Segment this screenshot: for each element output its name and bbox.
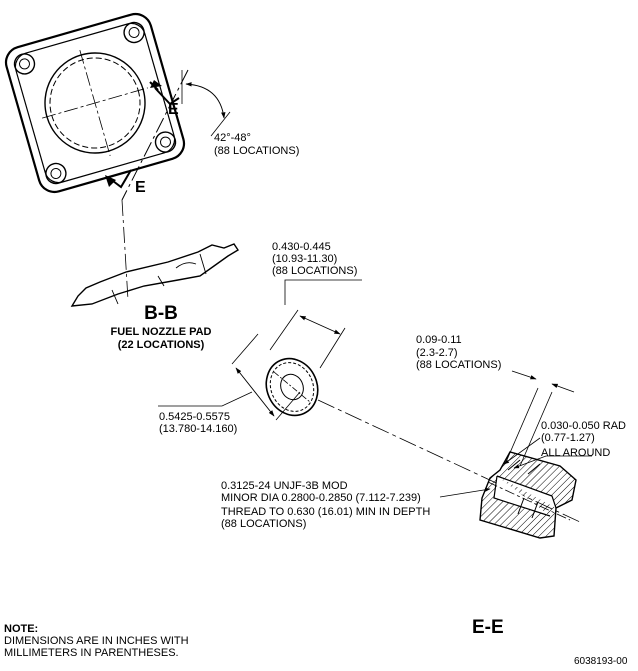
radius-leader — [503, 437, 592, 469]
radius-inches: 0.030-0.050 RAD — [541, 420, 626, 432]
section-marker-e-top: E — [168, 101, 179, 118]
section-bb-title: B-B — [144, 303, 178, 324]
thread-minor-dia: MINOR DIA 0.2800-0.2850 (7.112-7.239) — [221, 492, 421, 504]
diameter-dimension — [158, 333, 301, 421]
radius-mm: (0.77-1.27) — [541, 432, 595, 444]
angle-value: 42°-48° — [214, 132, 251, 144]
thread-count: (88 LOCATIONS) — [221, 518, 307, 530]
section-marker-e-bottom: E — [135, 179, 146, 196]
section-ee-detail — [479, 451, 577, 539]
bolt-hole — [13, 53, 36, 75]
note-line-1: DIMENSIONS ARE IN INCHES WITH — [4, 635, 189, 647]
thread-leader — [439, 487, 491, 498]
note-heading: NOTE: — [4, 623, 39, 635]
drawing-number: 6038193-00 — [574, 656, 628, 667]
counterbore-mm: (2.3-2.7) — [416, 347, 458, 359]
spacing-dimension — [269, 279, 362, 369]
section-bb-count: (22 LOCATIONS) — [117, 339, 205, 351]
angle-count: (88 LOCATIONS) — [214, 145, 300, 157]
counterbore-inches: 0.09-0.11 — [416, 334, 462, 346]
diameter-mm: (13.780-14.160) — [159, 423, 238, 435]
angle-dimension — [181, 70, 231, 137]
thread-spec: 0.3125-24 UNJF-3B MOD — [221, 480, 348, 492]
radius-note: ALL AROUND — [541, 447, 611, 459]
counterbore-dimension — [505, 370, 575, 467]
section-ee-title: E-E — [472, 617, 504, 638]
diameter-inches: 0.5425-0.5575 — [159, 411, 230, 423]
note-line-2: MILLIMETERS IN PARENTHESES. — [4, 647, 179, 659]
counterbore-count: (88 LOCATIONS) — [416, 359, 502, 371]
spacing-count: (88 LOCATIONS) — [272, 265, 358, 277]
bolt-hole — [123, 21, 145, 44]
section-line-ee — [105, 69, 189, 301]
thread-depth: THREAD TO 0.630 (16.01) MIN IN DEPTH — [221, 506, 431, 518]
section-bb-caption: FUEL NOZZLE PAD — [110, 326, 212, 338]
fuel-nozzle-pad-view — [4, 12, 186, 194]
bolt-hole — [45, 162, 67, 185]
threaded-hole-view — [265, 357, 319, 417]
spacing-inches: 0.430-0.445 — [272, 241, 331, 253]
spacing-mm: (10.93-11.30) — [272, 253, 338, 265]
bolt-hole — [154, 131, 177, 153]
section-bb-profile — [70, 243, 239, 307]
